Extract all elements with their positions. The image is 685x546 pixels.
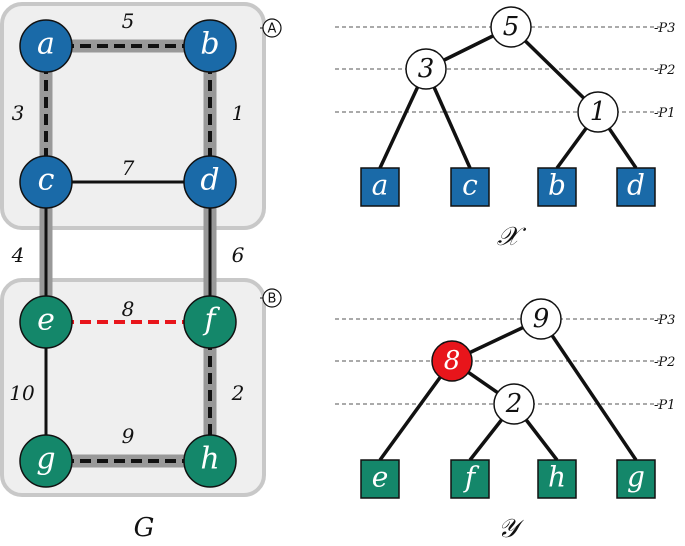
tree-y-leaf-h: h: [537, 459, 577, 499]
svg-text:1: 1: [590, 97, 607, 127]
svg-text:b: b: [548, 169, 566, 202]
svg-text:g: g: [36, 442, 55, 477]
svg-text:e: e: [372, 461, 389, 494]
graph-node-a: a: [19, 19, 73, 73]
weight-d-f: 6: [232, 243, 245, 267]
svg-text:9: 9: [533, 304, 550, 334]
region-a-tag: A: [260, 18, 282, 38]
svg-text:2: 2: [505, 389, 523, 419]
weight-f-h: 2: [231, 381, 245, 405]
tree-y-node-8: 8: [431, 340, 473, 382]
tree-x-node-5: 5: [490, 6, 532, 48]
svg-text:c: c: [462, 169, 478, 202]
svg-text:5: 5: [503, 12, 520, 42]
tree-y-level-p1: -P1: [654, 398, 675, 413]
tree-y: -P3 -P2 -P1 9 8 2 e f: [335, 298, 675, 544]
graph-node-c: c: [19, 155, 73, 209]
tree-x-level-p1: -P1: [654, 106, 675, 121]
svg-text:b: b: [200, 27, 219, 62]
svg-text:B: B: [268, 292, 277, 307]
tree-y-leaf-f: f: [450, 459, 490, 499]
graph-node-e: e: [19, 295, 73, 349]
graph-node-g: g: [19, 434, 73, 488]
tree-y-node-2: 2: [493, 383, 535, 425]
svg-text:A: A: [268, 22, 277, 37]
tree-x-leaf-a: a: [360, 167, 400, 207]
svg-text:g: g: [627, 461, 645, 494]
graph-node-b: b: [183, 19, 237, 73]
tree-x-leaf-c: c: [450, 167, 490, 207]
weight-b-d: 1: [232, 101, 245, 125]
tree-y-node-9: 9: [520, 298, 562, 340]
svg-text:e: e: [37, 303, 55, 338]
tree-y-leaf-e: e: [360, 459, 400, 499]
graph-node-d: d: [183, 155, 237, 209]
weight-c-d: 7: [122, 156, 135, 180]
graph-g: 5 3 1 7 4 6 8 10 2 9 a b c d: [0, 2, 282, 543]
tree-x: -P3 -P2 -P1 5 3 1 a: [335, 6, 675, 252]
tree-x-caption: 𝒳: [497, 222, 527, 252]
weight-a-b: 5: [122, 9, 135, 33]
tree-x-node-1: 1: [577, 91, 619, 133]
tree-y-level-p2: -P2: [654, 355, 675, 370]
svg-text:8: 8: [444, 346, 461, 376]
edge-weights: 5 3 1 7 4 6 8 10 2 9: [9, 9, 244, 448]
tree-x-level-p3: -P3: [654, 21, 675, 36]
weight-g-h: 9: [122, 424, 135, 448]
tree-y-level-p3: -P3: [654, 313, 675, 328]
tree-y-caption: 𝒴: [498, 514, 525, 544]
tree-x-leaf-d: d: [616, 167, 656, 207]
weight-c-e: 4: [11, 243, 25, 267]
region-b-tag: B: [260, 288, 282, 308]
svg-text:d: d: [200, 163, 219, 198]
svg-text:h: h: [548, 461, 566, 494]
tree-x-node-3: 3: [405, 48, 447, 90]
weight-a-c: 3: [12, 101, 25, 125]
tree-x-level-p2: -P2: [654, 63, 675, 78]
svg-text:a: a: [372, 169, 389, 202]
graph-node-h: h: [183, 434, 237, 488]
svg-text:a: a: [37, 27, 55, 62]
svg-text:3: 3: [418, 54, 435, 84]
tree-y-leaf-g: g: [616, 459, 656, 499]
svg-text:h: h: [200, 442, 219, 477]
graph-caption: G: [134, 513, 155, 543]
tree-x-leaf-b: b: [537, 167, 577, 207]
graph-node-f: f: [183, 295, 237, 349]
svg-text:c: c: [38, 163, 55, 198]
weight-e-g: 10: [9, 381, 35, 405]
svg-text:d: d: [627, 169, 645, 202]
weight-e-f: 8: [122, 297, 135, 321]
